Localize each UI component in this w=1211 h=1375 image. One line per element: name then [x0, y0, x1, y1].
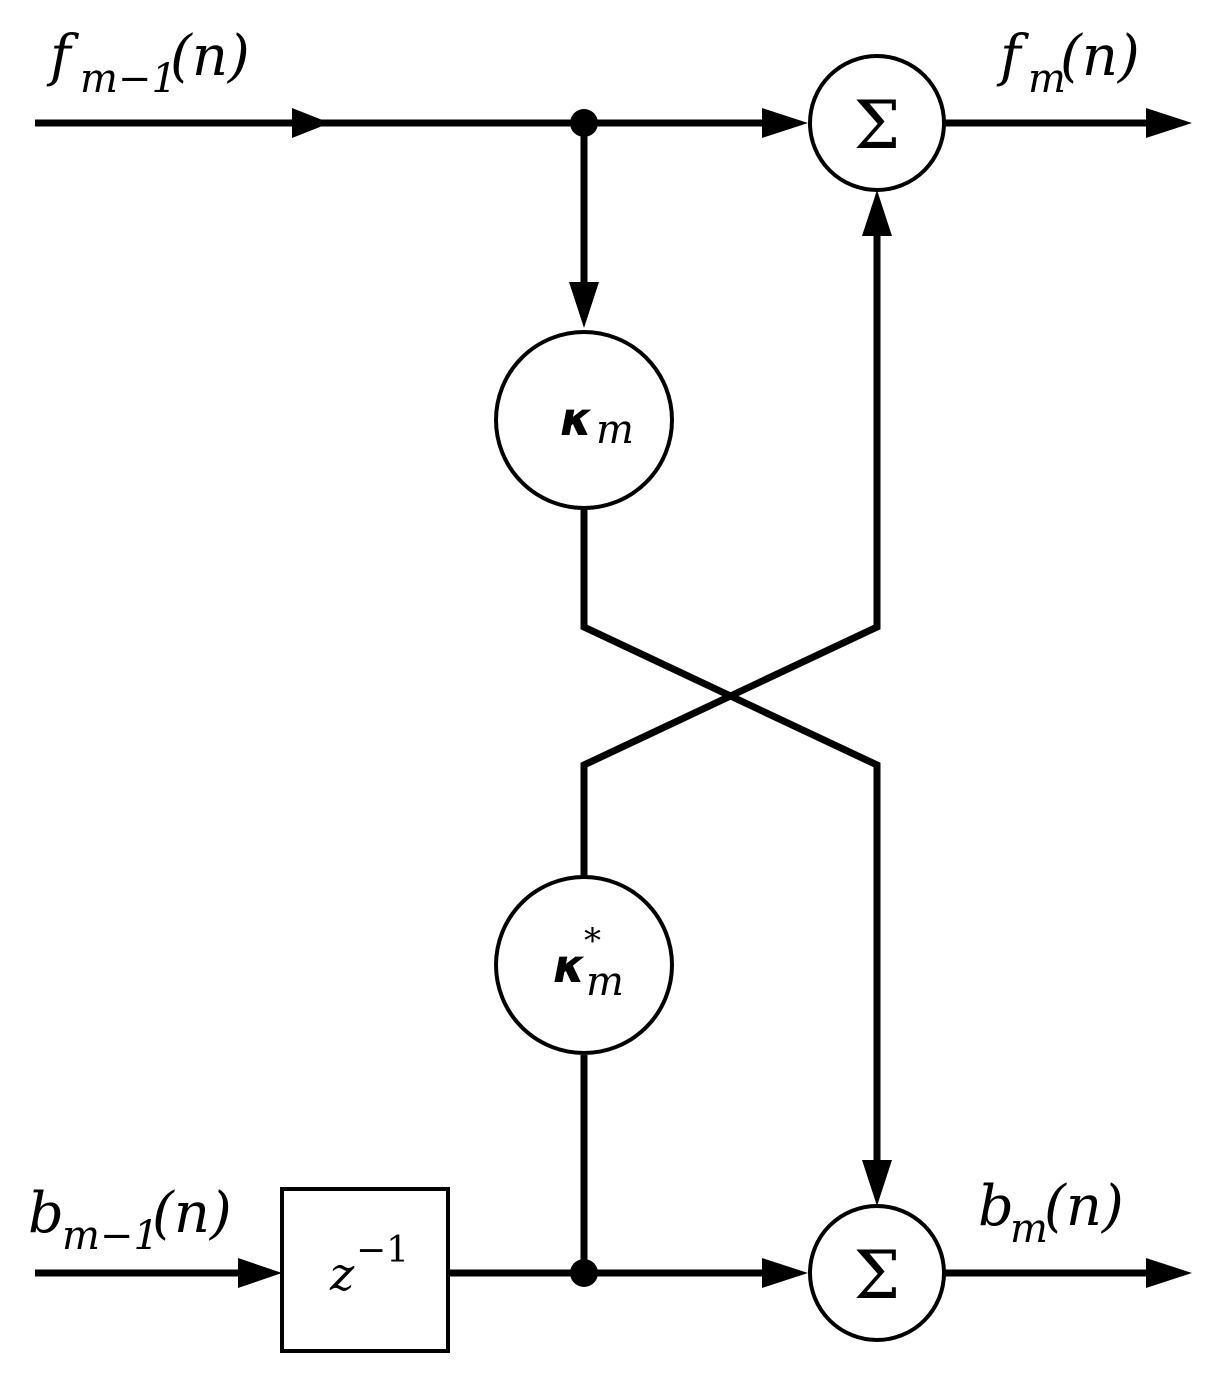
backward-input-label-arg: (n) — [152, 1181, 232, 1246]
backward-gain-symbol: κ — [553, 939, 586, 993]
backward-output-label-base: b — [978, 1174, 1014, 1239]
delay-base: z — [329, 1247, 355, 1301]
delay-exponent: −1 — [356, 1230, 409, 1271]
backward-input-label-sub: m−1 — [62, 1213, 159, 1259]
forward-summer-arrow — [762, 108, 808, 138]
bottom-summer-top-arrow — [862, 1160, 892, 1206]
forward-output-arrow — [1146, 108, 1192, 138]
backward-input-arrow — [238, 1258, 282, 1288]
backward-summer-arrow — [762, 1258, 808, 1288]
forward-input-arrow — [292, 108, 330, 138]
backward-output-arrow — [1146, 1258, 1192, 1288]
forward-gain-symbol: κ — [560, 392, 593, 446]
backward-output-label-arg: (n) — [1044, 1174, 1124, 1239]
forward-gain-arrow — [569, 282, 599, 328]
forward-output-label-arg: (n) — [1060, 24, 1140, 89]
backward-cross-wire — [580, 236, 881, 877]
forward-input-label-sub: m−1 — [80, 56, 177, 102]
forward-cross-wire — [580, 508, 881, 1160]
backward-output-label-sub: m — [1010, 1206, 1048, 1252]
forward-output-label-sub: m — [1028, 56, 1066, 102]
backward-gain-superscript: * — [584, 921, 601, 961]
forward-output-label-base: f — [996, 24, 1030, 89]
forward-gain-subscript: m — [596, 407, 634, 453]
bottom-summer-symbol: Σ — [854, 1237, 901, 1314]
bottom-summer-circle — [808, 1204, 946, 1342]
top-summer-bottom-arrow — [862, 190, 892, 236]
top-summer-symbol: Σ — [854, 87, 901, 164]
delay-box — [280, 1187, 450, 1353]
forward-input-label-arg: (n) — [170, 24, 250, 89]
forward-input-label-base: f — [46, 24, 80, 89]
backward-gain-subscript: m — [586, 959, 624, 1005]
backward-input-label-base: b — [28, 1181, 64, 1246]
